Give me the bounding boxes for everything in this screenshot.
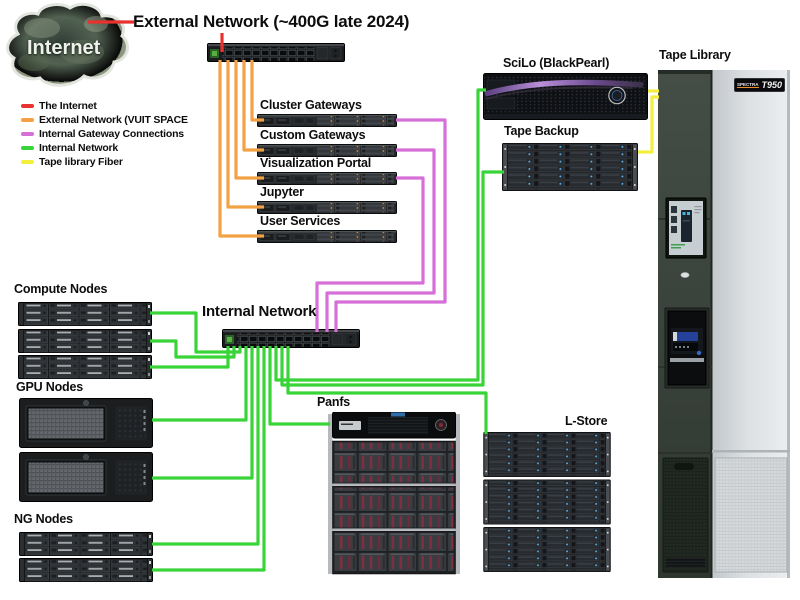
label-ng-nodes: NG Nodes	[14, 512, 73, 526]
tape-backup-array-image	[502, 143, 638, 191]
legend-swatch-internal	[21, 146, 34, 150]
link-internal-switch-to-ng-node-1	[152, 346, 260, 546]
tape-library-cabinet-image	[658, 70, 790, 578]
legend-item-external-network: External Network (VUIT SPACE	[21, 113, 188, 127]
link-internal-switch-to-gpu-node-1	[152, 346, 248, 422]
tape-library-vents	[662, 457, 788, 573]
panfs-shelves	[332, 440, 456, 575]
legend-item-internal-network: Internal Network	[21, 141, 188, 155]
label-internal-network: Internal Network	[202, 303, 317, 320]
link-internal-switch-to-compute-node-3	[150, 346, 230, 369]
legend-label: The Internet	[39, 100, 97, 112]
legend-swatch-tape-fiber	[21, 160, 34, 164]
internet-cloud-label: Internet	[27, 37, 101, 59]
compute-node-server-image	[18, 302, 152, 326]
link-internal-switch-to-gpu-node-2	[152, 346, 254, 480]
legend-item-tape-fiber: Tape library Fiber	[21, 155, 188, 169]
legend-label: External Network (VUIT SPACE	[39, 114, 188, 126]
internet-cloud-image	[6, 2, 130, 87]
label-lstore: L-Store	[565, 414, 608, 428]
label-visualization-portal: Visualization Portal	[260, 156, 372, 170]
compute-node-server-image	[18, 329, 152, 353]
gpu-node-server-image	[19, 398, 153, 448]
cluster-gateways-server-image	[257, 114, 397, 127]
label-tape-library: Tape Library	[659, 48, 731, 62]
label-compute-nodes: Compute Nodes	[14, 282, 108, 296]
legend-swatch-external	[21, 118, 34, 122]
legend-swatch-gateway	[21, 132, 34, 136]
label-panfs: Panfs	[317, 395, 351, 409]
label-gpu-nodes: GPU Nodes	[16, 380, 83, 394]
legend-item-gateway-connections: Internal Gateway Connections	[21, 127, 188, 141]
visualization-portal-server-image	[257, 172, 397, 185]
diagram-title: External Network (~400G late 2024)	[133, 12, 410, 31]
label-jupyter: Jupyter	[260, 185, 304, 199]
lstore-storage-array-image	[483, 432, 611, 572]
legend-label: Internal Network	[39, 142, 119, 154]
tape-library-screen	[665, 197, 707, 259]
label-cluster-gateways: Cluster Gateways	[260, 98, 362, 112]
label-tape-backup: Tape Backup	[504, 124, 579, 138]
ng-node-server-image	[19, 532, 153, 556]
legend-label: Internal Gateway Connections	[39, 128, 184, 140]
spectra-brand-text: SPECTRA	[736, 82, 759, 88]
label-custom-gateways: Custom Gateways	[260, 128, 366, 142]
spectra-t950-badge: SPECTRA T950	[734, 78, 785, 92]
ng-node-server-image	[19, 558, 153, 582]
legend-swatch-internet	[21, 104, 34, 108]
legend-label: Tape library Fiber	[39, 156, 123, 168]
internal-network-switch-image	[222, 329, 360, 348]
gpu-node-server-image	[19, 452, 153, 502]
legend-item-internet: The Internet	[21, 99, 188, 113]
panfs-rack-image	[328, 412, 460, 575]
t950-model-text: T950	[761, 79, 783, 90]
compute-node-server-image	[18, 355, 152, 379]
scilo-blackpearl-image	[483, 73, 648, 120]
user-services-server-image	[257, 230, 397, 243]
jupyter-server-image	[257, 201, 397, 214]
tape-library-magazine-window	[664, 307, 710, 389]
legend: The Internet External Network (VUIT SPAC…	[21, 99, 188, 169]
link-internal-switch-to-ng-node-2	[152, 346, 266, 572]
label-user-services: User Services	[260, 214, 341, 228]
external-network-switch-image	[207, 43, 345, 62]
link-internal-switch-to-panfs	[268, 346, 330, 426]
label-scilo: SciLo (BlackPearl)	[503, 56, 610, 70]
